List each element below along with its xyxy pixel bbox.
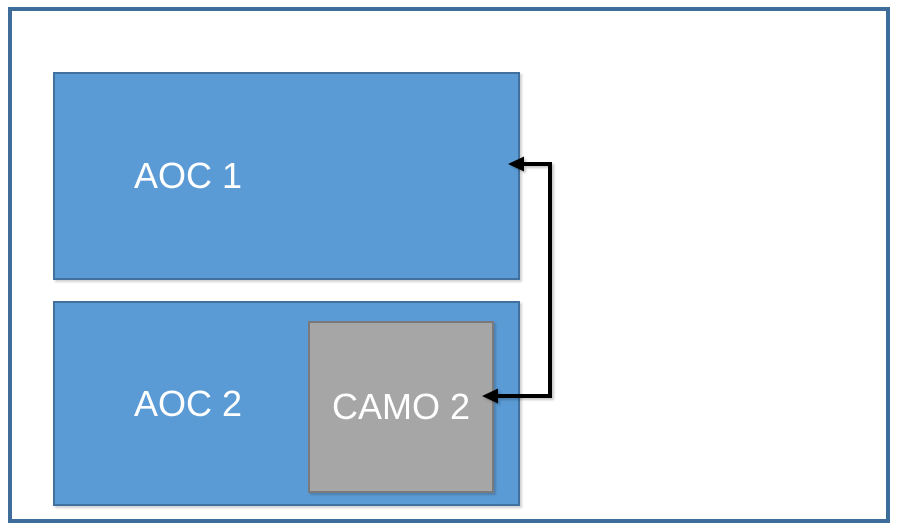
- box-aoc1-label: AOC 1: [133, 155, 243, 196]
- outer-frame: AOC 1 AOC 2 CAMO 2: [8, 7, 890, 523]
- box-camo2-label: CAMO 2: [331, 386, 471, 427]
- box-aoc2-label: AOC 2: [133, 382, 243, 424]
- box-aoc2-label-wrap: AOC 2: [55, 303, 321, 504]
- box-aoc2: AOC 2 CAMO 2: [53, 301, 520, 506]
- box-aoc1-label-wrap: AOC 1: [55, 74, 321, 278]
- box-camo2: CAMO 2: [308, 321, 494, 493]
- box-aoc1: AOC 1: [53, 72, 520, 280]
